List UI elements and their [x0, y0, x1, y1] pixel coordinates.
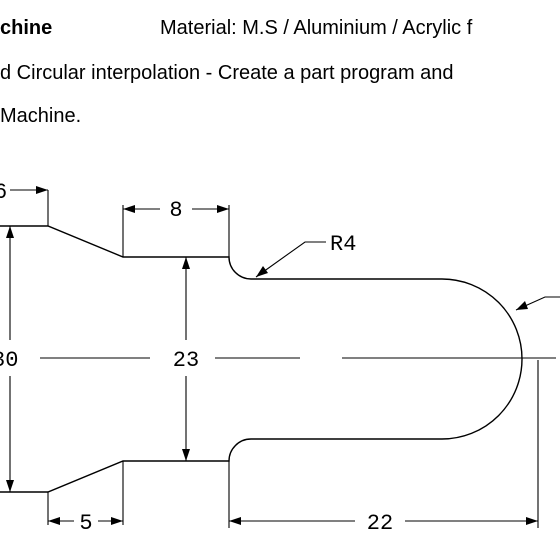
dim-23-label: 23: [173, 348, 199, 373]
dim-r4-label: R4: [330, 232, 356, 257]
dim-22-label: 22: [367, 511, 393, 536]
instruction-line-3: Machine.: [0, 105, 82, 127]
dim-right-leader: [515, 296, 560, 311]
dim-30: [6, 226, 14, 492]
instruction-line-2: d Circular interpolation - Create a part…: [0, 62, 454, 84]
title-fragment: chine: [0, 17, 53, 39]
dim-23: [182, 257, 190, 461]
dim-30-label: 30: [0, 348, 18, 373]
dim-5-label: 5: [79, 511, 92, 536]
material-text: Material: M.S / Aluminium / Acrylic f: [160, 17, 473, 39]
dim-22: [228, 360, 539, 528]
header-line-1: chine Material: M.S / Aluminium / Acryli…: [0, 17, 472, 40]
dim-6-label: 6: [0, 180, 7, 205]
dim-8-label: 8: [169, 198, 182, 223]
dim-8: [122, 205, 230, 257]
dim-r4-leader: [255, 241, 326, 278]
part-outline-top: [0, 225, 523, 493]
dim-6: [10, 186, 49, 226]
dim-5: [47, 461, 124, 525]
